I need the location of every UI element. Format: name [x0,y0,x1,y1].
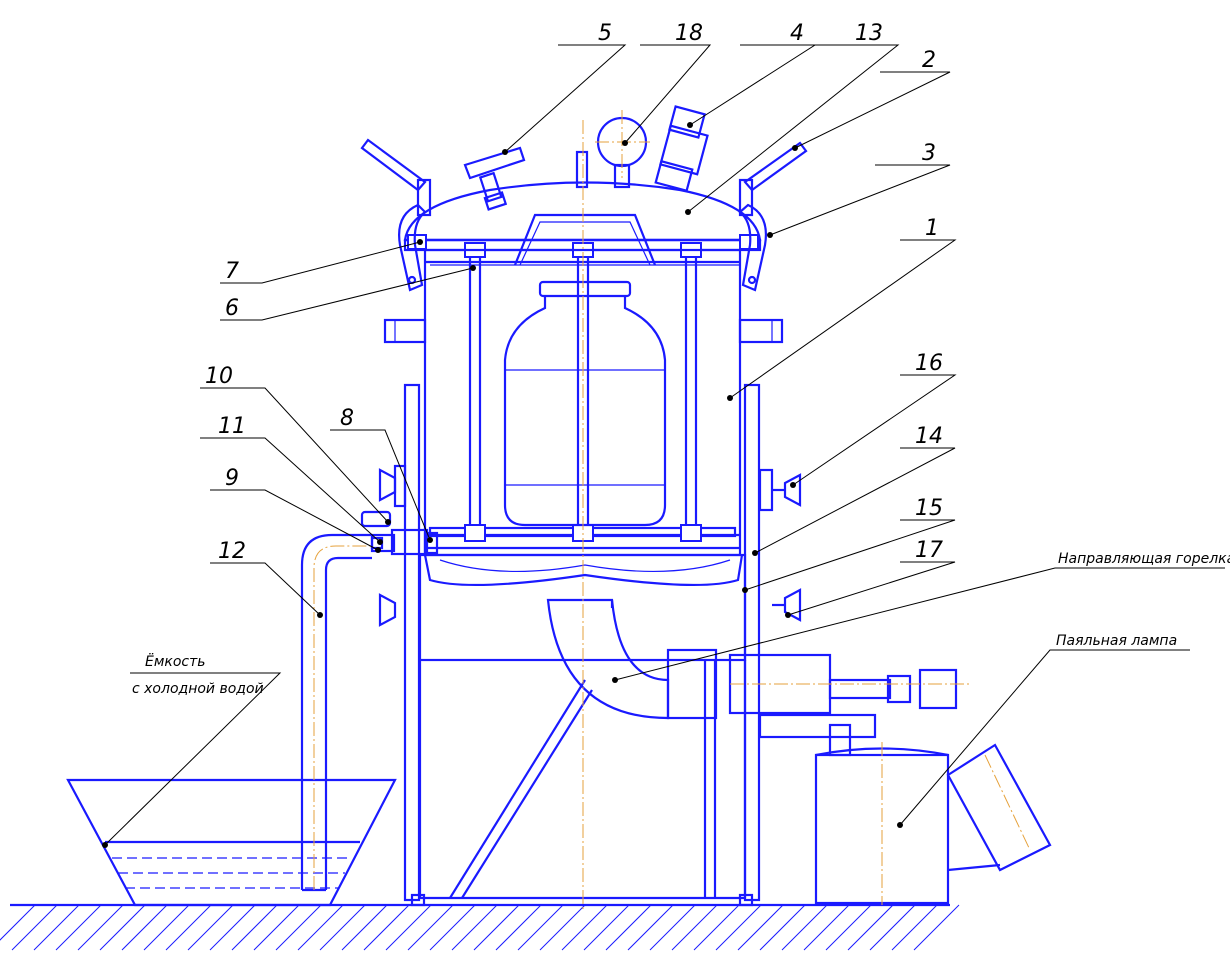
cold-water-container [66,778,397,907]
hatch-line [143,904,190,951]
hatch-line [539,904,586,951]
hatch-line [231,904,278,951]
callout-15: 15 [915,496,943,521]
callout-8: 8 [340,406,354,431]
hatch-line [165,904,212,951]
hatch-line [341,904,388,951]
callout-5: 5 [598,21,612,46]
drain-pipe [300,533,372,892]
callout-10: 10 [205,364,233,389]
hatch-line [869,904,916,951]
hatch-line [429,904,476,951]
callout-14: 14 [915,424,943,449]
hatch-line [55,904,102,951]
callout-13: 13 [855,21,883,46]
callout-17: 17 [915,538,943,563]
hatch-line [275,904,322,951]
stand-frame [378,383,802,907]
hatch-line [187,904,234,951]
hatch-line [693,904,740,951]
drain-tap [360,510,439,556]
caption-guide-burner: Направляющая горелка [1058,551,1230,567]
glass-jar [503,280,667,527]
hatch-line [517,904,564,951]
guide-burner [546,598,718,720]
blowtorch [728,653,1052,905]
ground [0,903,960,951]
hatch-line [253,904,300,951]
callout-12: 12 [218,539,246,564]
hatch-line [891,904,938,951]
callout-labels: 5 18 4 13 2 3 1 7 6 16 10 11 8 9 14 15 1… [205,21,943,564]
hatch-line [649,904,696,951]
hatch-line [803,904,850,951]
hatch-line [759,904,806,951]
callout-16: 16 [915,351,943,376]
callout-11: 11 [218,414,246,439]
callout-7: 7 [225,259,239,284]
hatch-line [671,904,718,951]
caption-container-line2: с холодной водой [132,681,264,697]
hatch-line [121,904,168,951]
caption-container-line1: Ёмкость [145,652,206,670]
caption-blowtorch: Паяльная лампа [1056,633,1177,649]
caption-labels: Направляющая горелка Паяльная лампа Ёмко… [132,551,1230,697]
hatch-line [605,904,652,951]
callout-18: 18 [675,21,703,46]
callout-3: 3 [922,141,936,166]
hatch-line [319,904,366,951]
tie-rods [430,242,740,542]
hatch-line [385,904,432,951]
hatch-line [825,904,872,951]
callout-2: 2 [922,48,936,73]
callout-4: 4 [790,21,804,46]
hatch-line [209,904,256,951]
hatch-line [407,904,454,951]
hatch-line [77,904,124,951]
hatch-line [363,904,410,951]
hatch-line [583,904,630,951]
hatch-line [0,904,36,941]
hatch-line [913,904,960,951]
hatch-line [451,904,498,951]
hatch-line [99,904,146,951]
ground-hatching [0,904,960,951]
hatch-line [781,904,828,951]
hatch-line [11,904,58,951]
callout-1: 1 [925,216,939,241]
hatch-line [33,904,80,951]
hatch-line [561,904,608,951]
hatch-line [847,904,894,951]
callout-6: 6 [225,296,239,321]
leader-lines [102,44,1225,848]
lid-fittings [463,105,709,211]
hatch-line [737,904,784,951]
hatch-line [473,904,520,951]
hatch-line [495,904,542,951]
callout-9: 9 [225,466,239,491]
hatch-line [297,904,344,951]
hatch-line [715,904,762,951]
hatch-line [627,904,674,951]
